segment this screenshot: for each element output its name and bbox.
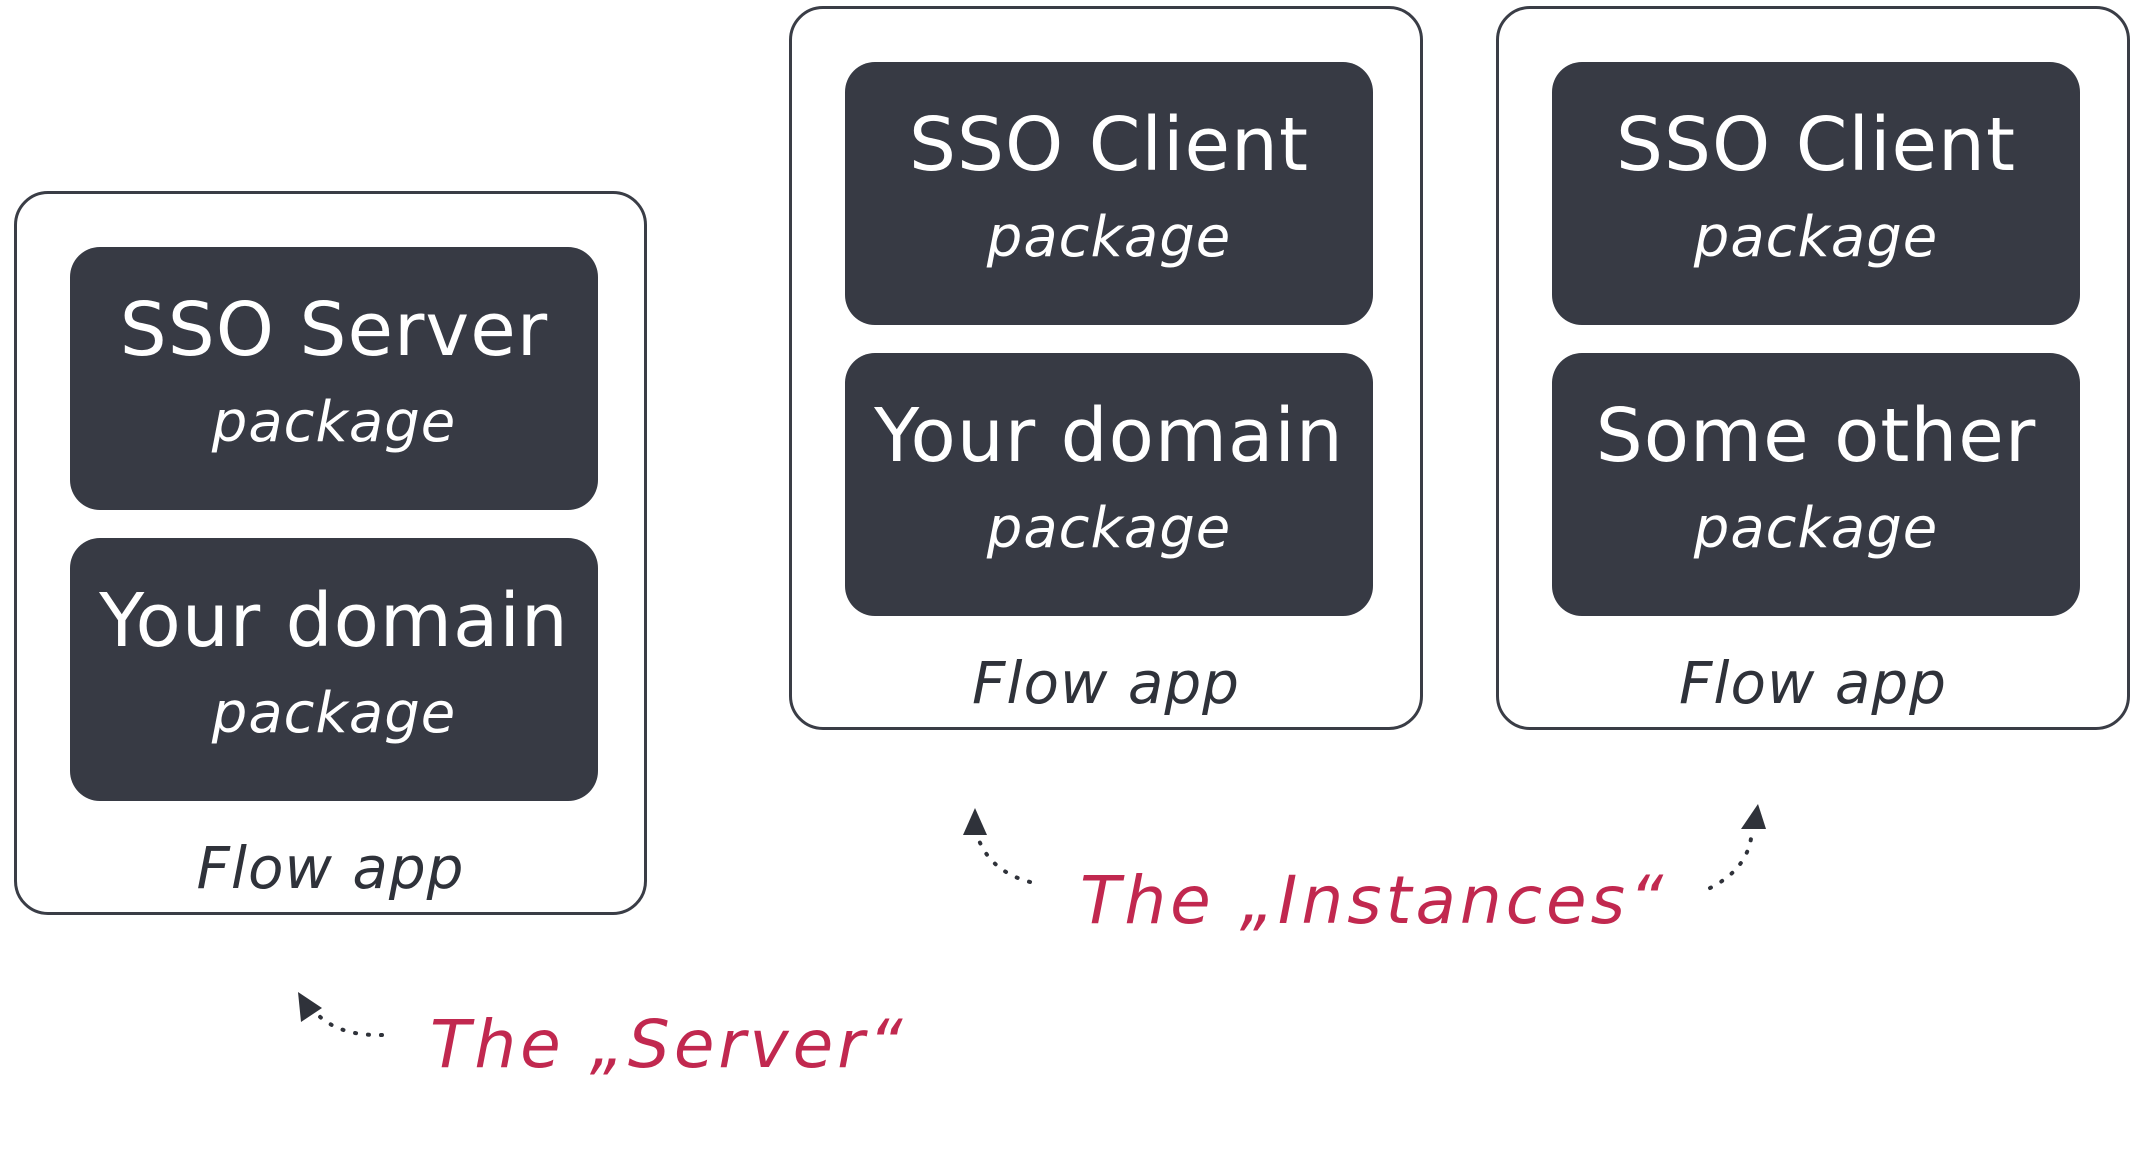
flow-app-label: Flow app (1678, 649, 1947, 717)
package-name: SSO Server (119, 287, 549, 373)
instances-annotation: The „Instances“ (1080, 862, 1668, 939)
package-type: package (986, 205, 1232, 270)
server-annotation: The „Server“ (430, 1006, 907, 1083)
dotted-arrow-icon (963, 808, 1032, 884)
flow-app-label: Flow app (971, 649, 1240, 717)
package-name: SSO Client (909, 102, 1309, 188)
domain-package: Your domain package (845, 353, 1373, 616)
dotted-arrow-icon (1708, 804, 1766, 890)
sso-server-package: SSO Server package (70, 247, 598, 510)
sso-client-package: SSO Client package (845, 62, 1373, 325)
package-type: package (1693, 205, 1939, 270)
package-name: SSO Client (1616, 102, 2016, 188)
package-type: package (211, 681, 457, 746)
package-type: package (986, 496, 1232, 561)
dotted-arrow-icon (298, 992, 384, 1038)
package-name: Some other (1595, 393, 2037, 479)
instance-flow-app-2: SSO Client package Some other package Fl… (1496, 6, 2130, 730)
flow-app-label: Flow app (196, 834, 465, 902)
package-type: package (211, 390, 457, 455)
instance-flow-app-1: SSO Client package Your domain package F… (789, 6, 1423, 730)
package-name: Your domain (874, 393, 1344, 479)
domain-package: Your domain package (70, 538, 598, 801)
sso-client-package: SSO Client package (1552, 62, 2080, 325)
package-name: Your domain (99, 578, 569, 664)
server-flow-app: SSO Server package Your domain package F… (14, 191, 647, 915)
other-package: Some other package (1552, 353, 2080, 616)
package-type: package (1693, 496, 1939, 561)
